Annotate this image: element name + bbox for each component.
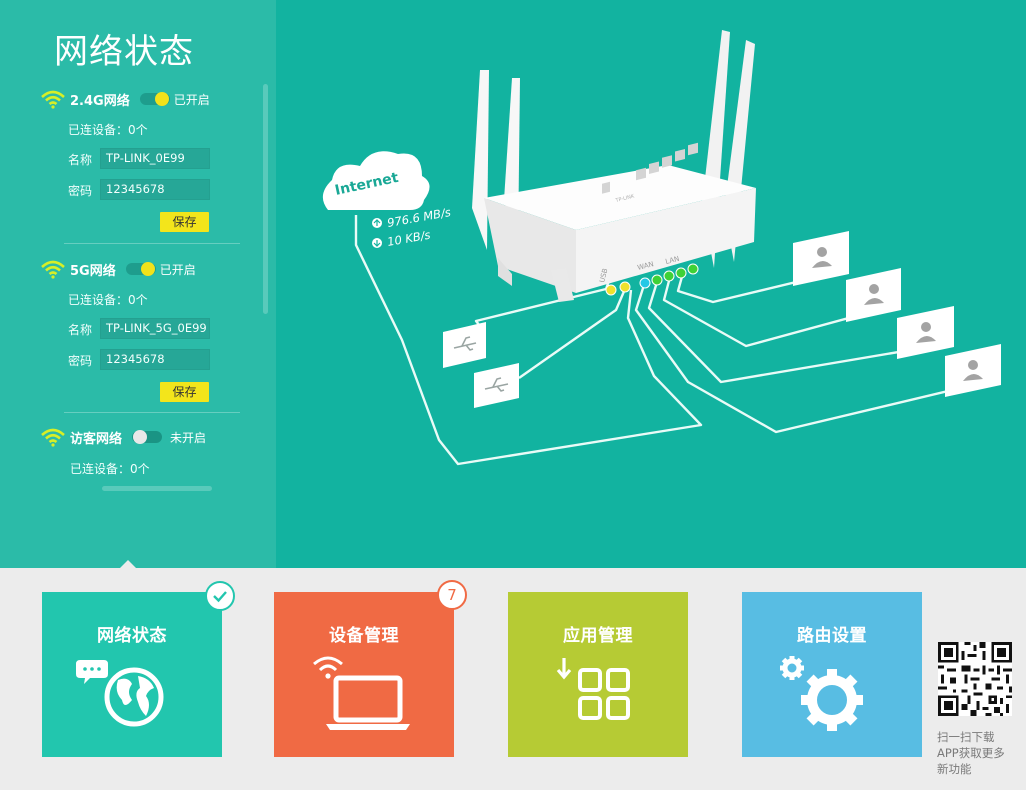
usb-icon <box>453 336 477 351</box>
qr-caption-line: 新功能 <box>937 762 972 776</box>
app-download-qr-code <box>938 642 1012 716</box>
usb-icon <box>484 377 509 392</box>
network-guest-toggle[interactable] <box>132 430 163 444</box>
network-guest-toggle-text: 未开启 <box>170 430 207 445</box>
app-grid-icon <box>556 658 630 720</box>
network-topology-diagram: USB WAN LAN TP-LINK Internet 976.6 MB/s <box>322 30 1001 466</box>
tile-device-management[interactable]: 设备管理 <box>274 592 454 757</box>
lan-cable <box>662 276 901 348</box>
client-device <box>846 268 901 322</box>
network-24g-save-button[interactable]: 保存 <box>160 212 209 232</box>
active-check-badge <box>205 581 235 611</box>
qr-caption-line: 扫一扫下载 <box>937 730 995 744</box>
tile-label: 应用管理 <box>563 626 633 646</box>
tile-network-status[interactable]: 网络状态 <box>42 592 222 757</box>
internet-cloud-icon: Internet <box>322 151 430 210</box>
port-leds <box>605 263 699 296</box>
port-wan-label: WAN <box>637 260 655 272</box>
network-24g-toggle[interactable] <box>139 92 170 106</box>
network-24g-password-field[interactable]: 12345678 <box>100 179 210 200</box>
client-device <box>897 306 954 359</box>
network-5g-connected: 已连设备：0个 <box>68 293 148 307</box>
network-24g-name: 2.4G网络 <box>70 93 130 109</box>
gears-icon <box>780 656 863 731</box>
network-5g-password-field[interactable]: 12345678 <box>100 349 210 370</box>
section-divider <box>64 243 240 244</box>
port-usb-label: USB <box>598 267 609 283</box>
wifi-icon <box>41 260 65 279</box>
usb-device <box>443 322 486 368</box>
client-device <box>793 231 849 286</box>
network-guest-header: 访客网络 未开启 <box>40 426 206 448</box>
network-5g-toggle[interactable] <box>125 262 156 276</box>
lan-cable <box>647 281 941 384</box>
download-speed: 10 KB/s <box>386 228 431 249</box>
active-tab-pointer <box>119 560 137 569</box>
upload-arrow-icon <box>373 219 381 226</box>
network-24g-name-label: 名称 <box>68 153 93 167</box>
tile-router-settings[interactable]: 路由设置 <box>742 592 922 757</box>
device-count-badge: 7 <box>437 580 467 610</box>
network-5g-save-button[interactable]: 保存 <box>160 382 209 402</box>
lan-cable <box>634 284 987 434</box>
wifi-icon <box>41 90 65 109</box>
network-24g-header: 2.4G网络 已开启 <box>40 88 210 110</box>
port-lan-label: LAN <box>665 255 681 266</box>
network-5g-password-label: 密码 <box>68 354 93 368</box>
network-5g-toggle-text: 已开启 <box>159 262 196 277</box>
network-24g-password-label: 密码 <box>68 184 93 198</box>
network-guest-connected: 已连设备：0个 <box>70 462 150 476</box>
lan-cable <box>676 268 847 304</box>
tile-label: 网络状态 <box>97 626 167 646</box>
qr-caption-line: APP获取更多 <box>937 746 1005 760</box>
sidebar-scrollbar[interactable] <box>263 84 268 314</box>
tile-app-management[interactable]: 应用管理 <box>508 592 688 757</box>
network-5g-ssid-field[interactable]: TP-LINK_5G_0E99 <box>100 318 210 339</box>
client-device <box>945 344 1001 397</box>
network-24g-connected: 已连设备：0个 <box>68 123 148 137</box>
check-icon <box>213 591 227 603</box>
router-illustration: USB WAN LAN TP-LINK <box>472 30 756 302</box>
section-divider <box>64 412 240 413</box>
sidebar-bottom-scrollbar[interactable] <box>102 486 212 491</box>
network-5g-name-label: 名称 <box>68 323 93 337</box>
laptop-wifi-icon <box>313 656 410 730</box>
tile-label: 设备管理 <box>329 626 399 646</box>
speed-readout: 976.6 MB/s 10 KB/s <box>372 205 452 249</box>
network-status-sidebar: 网络状态 2.4G网络 已开启 已连设备：0个 名称 TP-LINK_0E99 … <box>0 0 276 568</box>
download-arrow-icon <box>373 240 381 247</box>
network-24g-toggle-text: 已开启 <box>173 92 210 107</box>
network-guest-name: 访客网络 <box>70 431 123 447</box>
globe-chat-icon <box>76 660 164 727</box>
qr-caption: 扫一扫下载 APP获取更多 新功能 <box>937 729 1023 777</box>
wifi-icon <box>41 428 65 447</box>
usb-cable <box>518 288 627 379</box>
top-panel: 网络状态 2.4G网络 已开启 已连设备：0个 名称 TP-LINK_0E99 … <box>0 0 1026 569</box>
usb-device <box>474 363 519 408</box>
network-5g-name: 5G网络 <box>70 263 116 279</box>
router-brand: TP-LINK <box>614 193 636 204</box>
sidebar-title: 网络状态 <box>54 32 194 72</box>
wan-cable <box>354 215 703 466</box>
network-5g-header: 5G网络 已开启 <box>40 258 196 280</box>
tile-label: 路由设置 <box>797 626 867 646</box>
network-24g-ssid-field[interactable]: TP-LINK_0E99 <box>100 148 210 169</box>
